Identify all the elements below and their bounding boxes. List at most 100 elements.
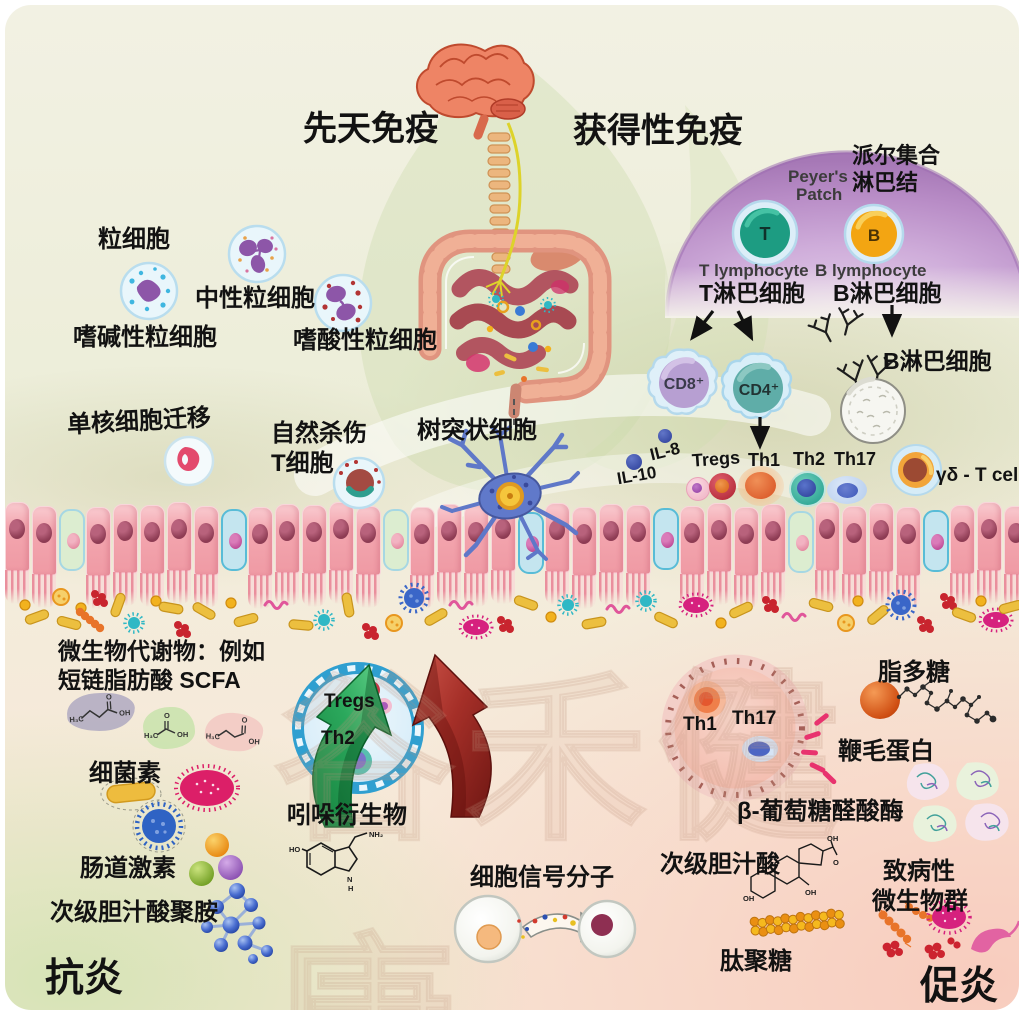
microbe-rod [808, 597, 834, 613]
epithelial-cell [248, 507, 273, 577]
epithelial-cell [842, 506, 867, 576]
circle-th17-label: Th17 [732, 708, 777, 729]
microbe-spikyM [678, 592, 714, 618]
svg-text:B: B [868, 226, 880, 245]
svg-text:O: O [833, 858, 839, 867]
polyamine-cluster [201, 883, 273, 964]
scfa-propionate-blob: H₃C O OH [204, 711, 264, 753]
svg-text:H₃C: H₃C [144, 731, 159, 740]
brush-border [545, 571, 569, 605]
th2-row-label: Th2 [793, 449, 826, 469]
microbe-spikyB [398, 582, 430, 614]
svg-text:O: O [164, 711, 170, 720]
svg-text:H: H [348, 884, 353, 893]
bile-polyamine-label: 次级胆汁酸聚胺 [50, 899, 218, 926]
microbe-spikyM [458, 614, 494, 640]
t-lymphocyte-cn-label: T淋巴细胞 [699, 280, 806, 306]
microbe-rod [110, 592, 126, 618]
brain-icon [416, 43, 535, 140]
microbe-rod [654, 611, 678, 629]
bacteriocin-microbes [100, 764, 240, 853]
eosinophil-icon [313, 273, 373, 333]
microbe-dotO [385, 614, 403, 632]
goblet-cell [923, 510, 949, 572]
cell-signalling-illustration [453, 894, 637, 964]
epithelial-cell [410, 507, 435, 577]
adaptive-immunity-title: 获得性免疫 [573, 112, 743, 150]
epithelial-cell [707, 503, 732, 573]
granulocyte-label: 粒细胞 [98, 226, 170, 253]
microbe-rod [56, 615, 82, 631]
microbe-dotY [19, 599, 31, 611]
microbe-catp [75, 607, 105, 633]
gamma-delta-t-cell-icon [890, 444, 942, 496]
svg-text:OH: OH [805, 888, 816, 897]
indole-structure: HO NH₂ N H [289, 830, 383, 893]
scfa-acetate-blob: H₃C O OH [143, 707, 195, 749]
glucuronidase-label: β-葡萄糖醛酸酶 [737, 798, 904, 825]
bacteriocin-label: 细菌素 [89, 760, 161, 787]
microbe-squig [448, 600, 474, 610]
th1-row-label: Th1 [748, 450, 781, 470]
brush-border [707, 571, 731, 605]
microbe-squig [781, 612, 807, 622]
microbe-dotY [150, 595, 162, 607]
brush-border [302, 573, 326, 607]
svg-text:OH: OH [743, 894, 754, 903]
microbe-rod [581, 616, 607, 630]
t-cell-icon: T [731, 199, 799, 267]
microbe-spikyT [557, 594, 579, 616]
microbe-spikyB [885, 589, 917, 621]
epithelial-cell [356, 506, 381, 576]
pathogenic-label-line2: 微生物群 [872, 888, 968, 915]
epithelial-cell [761, 504, 786, 574]
microbe-squig [605, 604, 631, 614]
pro-inflammatory-title: 促炎 [920, 965, 999, 1008]
glucuronidase-proteins [906, 762, 1009, 842]
brush-border [1004, 574, 1019, 608]
brush-border [167, 570, 191, 604]
svg-text:OH: OH [119, 708, 131, 718]
neutrophil-label: 中性粒细胞 [195, 285, 315, 312]
microbe-squig [263, 600, 289, 610]
anti-inflammatory-up-arrow [312, 663, 393, 828]
microbe-cluster [762, 596, 779, 613]
metabolites-label-line2: 短链脂肪酸 SCFA [58, 667, 241, 693]
peyers-patch-dome [665, 150, 1019, 318]
treg-cell-pink [686, 477, 710, 501]
epithelial-cell [734, 507, 759, 577]
svg-text:H₃C: H₃C [69, 714, 84, 724]
microbe-dotO [52, 588, 70, 606]
b-lymphocyte-cn-label: B淋巴细胞 [833, 280, 942, 306]
goblet-cell [59, 509, 85, 571]
microbe-rod [424, 608, 448, 626]
svg-text:N: N [347, 875, 352, 884]
epithelial-cell [167, 502, 192, 572]
th17-row-label: Th17 [834, 449, 877, 469]
microbe-rod [288, 619, 314, 631]
hormone-purple [218, 855, 243, 880]
brush-border [599, 572, 623, 606]
brush-border [32, 574, 56, 608]
microbe-dotO [837, 614, 855, 632]
epithelial-cell [113, 504, 138, 574]
epithelial-cell [86, 507, 111, 577]
circle-th1-label: Th1 [683, 714, 717, 735]
peyer-en-line1: Peyer's [788, 167, 848, 186]
microbe-rod [192, 602, 216, 620]
microbe-rod [158, 601, 184, 615]
metabolites-label-line1: 微生物代谢物：例如 [58, 638, 265, 664]
microbe-dotY [225, 597, 237, 609]
svg-text:OH: OH [248, 737, 260, 747]
brush-border [275, 572, 299, 606]
circle-tregs-label: Tregs [324, 691, 375, 712]
indole-label: 吲哚衍生物 [287, 802, 407, 829]
epithelial-cell [680, 506, 705, 576]
monocyte-icon [163, 435, 215, 487]
microbe-cluster [497, 616, 514, 633]
gut-immune-diagram: 谷禾健康 [5, 5, 1019, 1010]
svg-text:O: O [241, 715, 247, 724]
b-lymphocyte-cell-icon [807, 307, 906, 444]
epithelial-cell [572, 507, 597, 577]
b-lymphocyte-cell-label: B淋巴细胞 [883, 348, 992, 374]
